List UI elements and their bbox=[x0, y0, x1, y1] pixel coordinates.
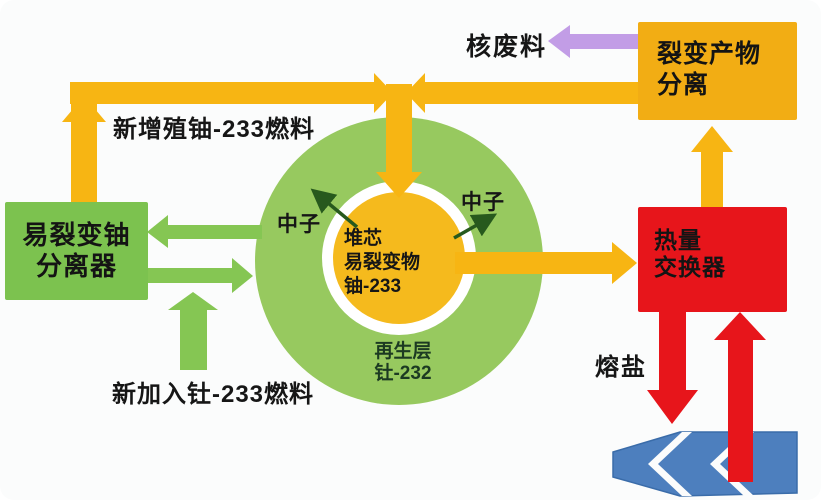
neutron-arrow-right bbox=[453, 213, 498, 240]
separator-box-line1: 易裂变铀 bbox=[22, 220, 131, 250]
heat-exchanger-box: 热量 交换器 bbox=[638, 207, 787, 312]
arrow-waste-shaft bbox=[570, 34, 638, 49]
neutron-arrows bbox=[310, 188, 498, 240]
heat-box-line2: 交换器 bbox=[654, 254, 726, 280]
arrow-top-right-head bbox=[406, 73, 425, 113]
arrow-new-fuel-up-shaft bbox=[180, 308, 207, 370]
core-label-line2: 易裂变物 bbox=[344, 252, 421, 273]
purple-waste-arrow bbox=[548, 25, 638, 58]
arrow-separator-up-head bbox=[62, 96, 106, 122]
core-label-line3: 铀-233 bbox=[344, 276, 402, 297]
arrow-ring-to-separator-shaft bbox=[168, 225, 262, 239]
blanket-label-line1: 再生层 bbox=[374, 341, 432, 362]
blanket-label-line2: 钍-232 bbox=[374, 363, 432, 384]
arrow-top-right-bar bbox=[424, 82, 638, 104]
fissile-uranium-separator-box: 易裂变铀 分离器 bbox=[5, 202, 148, 300]
arrow-core-to-heatexchanger-head bbox=[612, 242, 637, 284]
arrow-salt-down-head bbox=[647, 390, 698, 424]
arrow-separator-to-ring-shaft bbox=[148, 268, 232, 283]
new-bred-u233-fuel-label: 新增殖铀-233燃料 bbox=[113, 116, 316, 143]
arrow-new-fuel-up-head bbox=[168, 292, 218, 310]
arrow-salt-up-shaft bbox=[728, 338, 753, 482]
arrow-heatexchanger-up-shaft bbox=[701, 150, 723, 208]
reactor-core-circle bbox=[333, 192, 465, 324]
arrow-core-to-heatexchanger-shaft bbox=[455, 252, 613, 274]
heat-box-line1: 热量 bbox=[654, 227, 702, 253]
arrow-into-core-head bbox=[376, 172, 422, 198]
blue-chevron-gap-1 bbox=[648, 432, 692, 496]
neutron-label-right: 中子 bbox=[461, 191, 505, 214]
new-added-thorium-fuel-label: 新加入钍-233燃料 bbox=[112, 381, 315, 408]
breeding-blanket-label: 再生层 钍-232 bbox=[357, 341, 449, 385]
arrow-heatexchanger-up-head bbox=[691, 126, 733, 152]
arrow-top-left-head bbox=[374, 73, 393, 113]
arrow-waste-head bbox=[548, 25, 570, 58]
fission-box-line1: 裂变产物 bbox=[657, 40, 762, 68]
neutron-arrow-left bbox=[310, 188, 359, 229]
blue-triple-chevron-arrow bbox=[612, 431, 798, 497]
red-molten-salt-arrows bbox=[647, 312, 766, 482]
molten-salt-label: 熔盐 bbox=[595, 354, 647, 381]
green-flow-arrows bbox=[147, 215, 262, 370]
arrow-into-core-shaft bbox=[386, 84, 412, 174]
arrow-separator-to-ring-head bbox=[232, 258, 253, 293]
arrow-top-left-bar bbox=[70, 82, 374, 104]
arrow-ring-to-separator-head bbox=[147, 215, 168, 248]
separator-box-line2: 分离器 bbox=[35, 251, 117, 281]
neutron-label-left: 中子 bbox=[277, 213, 321, 236]
fission-product-separation-box: 裂变产物 分离 bbox=[638, 22, 797, 120]
blue-chevron-body bbox=[612, 431, 798, 497]
core-label-line1: 堆芯 bbox=[344, 228, 383, 249]
nuclear-waste-label: 核废料 bbox=[466, 33, 548, 61]
arrow-salt-up-head bbox=[714, 312, 766, 340]
yellow-flow-arrows bbox=[62, 73, 733, 284]
fission-box-line2: 分离 bbox=[657, 71, 710, 99]
arrow-salt-down-shaft bbox=[659, 312, 686, 392]
reactor-core-label: 堆芯 易裂变物 铀-233 bbox=[344, 227, 420, 299]
